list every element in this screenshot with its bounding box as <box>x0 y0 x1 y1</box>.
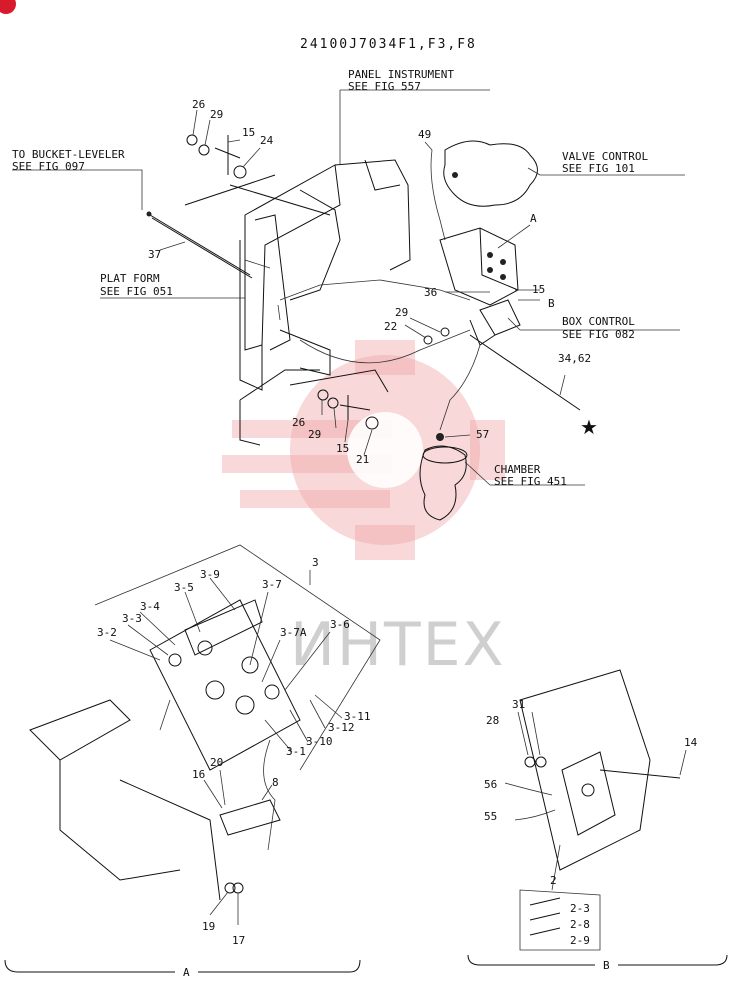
part-2-8: 2-8 <box>570 918 590 931</box>
cab-frame-drawing <box>146 134 581 521</box>
diagram-title: 24100J7034F1,F3,F8 <box>300 37 477 52</box>
part-15c: 15 <box>336 442 349 455</box>
part-3-2: 3-2 <box>97 626 117 639</box>
part-56: 56 <box>484 778 497 791</box>
box-leader-lines <box>517 711 687 776</box>
part-3-3: 3-3 <box>122 612 142 625</box>
part-15b: 15 <box>532 283 545 296</box>
part-8: 8 <box>272 776 279 789</box>
part-24: 24 <box>260 134 274 147</box>
top-leader-lines <box>12 89 685 486</box>
part-3-5: 3-5 <box>174 581 194 594</box>
part-3-7a: 3-7A <box>280 626 307 639</box>
part-55: 55 <box>484 810 497 823</box>
part-3-4: 3-4 <box>140 600 160 613</box>
part-29b: 29 <box>395 306 408 319</box>
part-19: 19 <box>202 920 215 933</box>
part-26a: 26 <box>192 98 205 111</box>
label-platform-ref: SEE FIG 051 <box>100 285 173 298</box>
part-20: 20 <box>210 756 223 769</box>
part-57: 57 <box>476 428 489 441</box>
part-49: 49 <box>418 128 431 141</box>
label-bucket-leveler: TO BUCKET-LEVELER <box>12 148 125 161</box>
part-3-1: 3-1 <box>286 745 306 758</box>
label-box-control: BOX CONTROL <box>562 315 635 328</box>
view-b-bracket <box>467 954 728 966</box>
part-36: 36 <box>424 286 437 299</box>
label-panel-instrument-ref: SEE FIG 557 <box>348 80 421 93</box>
part-16: 16 <box>192 768 205 781</box>
part-31: 31 <box>512 698 525 711</box>
part-22: 22 <box>384 320 397 333</box>
part-2-3: 2-3 <box>570 902 590 915</box>
panel-drawing <box>29 599 301 901</box>
part-3-9: 3-9 <box>200 568 220 581</box>
part-3-6: 3-6 <box>330 618 350 631</box>
part-3: 3 <box>312 556 319 569</box>
part-26b: 26 <box>292 416 305 429</box>
label-chamber: CHAMBER <box>494 463 541 476</box>
part-37: 37 <box>148 248 161 261</box>
part-2-9: 2-9 <box>570 934 590 947</box>
watermark-text: ИНТЕХ <box>290 610 506 680</box>
part-28: 28 <box>486 714 499 727</box>
label-panel-instrument: PANEL INSTRUMENT <box>348 68 454 81</box>
part-21: 21 <box>356 453 369 466</box>
view-label-b: B <box>603 959 610 972</box>
corner-badge <box>0 0 16 14</box>
part-2: 2 <box>550 874 557 887</box>
label-platform: PLAT FORM <box>100 272 160 285</box>
callout-b-top: B <box>548 297 555 310</box>
part-3-7: 3-7 <box>262 578 282 591</box>
part-3-12: 3-12 <box>328 721 355 734</box>
part-29a: 29 <box>210 108 223 121</box>
part-17: 17 <box>232 934 245 947</box>
part-15a: 15 <box>242 126 255 139</box>
part-14: 14 <box>684 736 698 749</box>
part-29c: 29 <box>308 428 321 441</box>
star-icon: ★ <box>580 415 598 439</box>
panel-leader-lines <box>94 544 381 925</box>
part-34-62: 34,62 <box>558 352 591 365</box>
label-chamber-ref: SEE FIG 451 <box>494 475 567 488</box>
part-3-11: 3-11 <box>344 710 371 723</box>
label-valve-control: VALVE CONTROL <box>562 150 648 163</box>
part-3-10: 3-10 <box>306 735 333 748</box>
label-bucket-leveler-ref: SEE FIG 097 <box>12 160 85 173</box>
callout-a-top: A <box>530 212 537 225</box>
box-control-drawing <box>504 669 681 951</box>
label-valve-control-ref: SEE FIG 101 <box>562 162 635 175</box>
view-a-bracket <box>4 959 361 973</box>
view-label-a: A <box>183 966 190 979</box>
label-box-control-ref: SEE FIG 082 <box>562 328 635 341</box>
